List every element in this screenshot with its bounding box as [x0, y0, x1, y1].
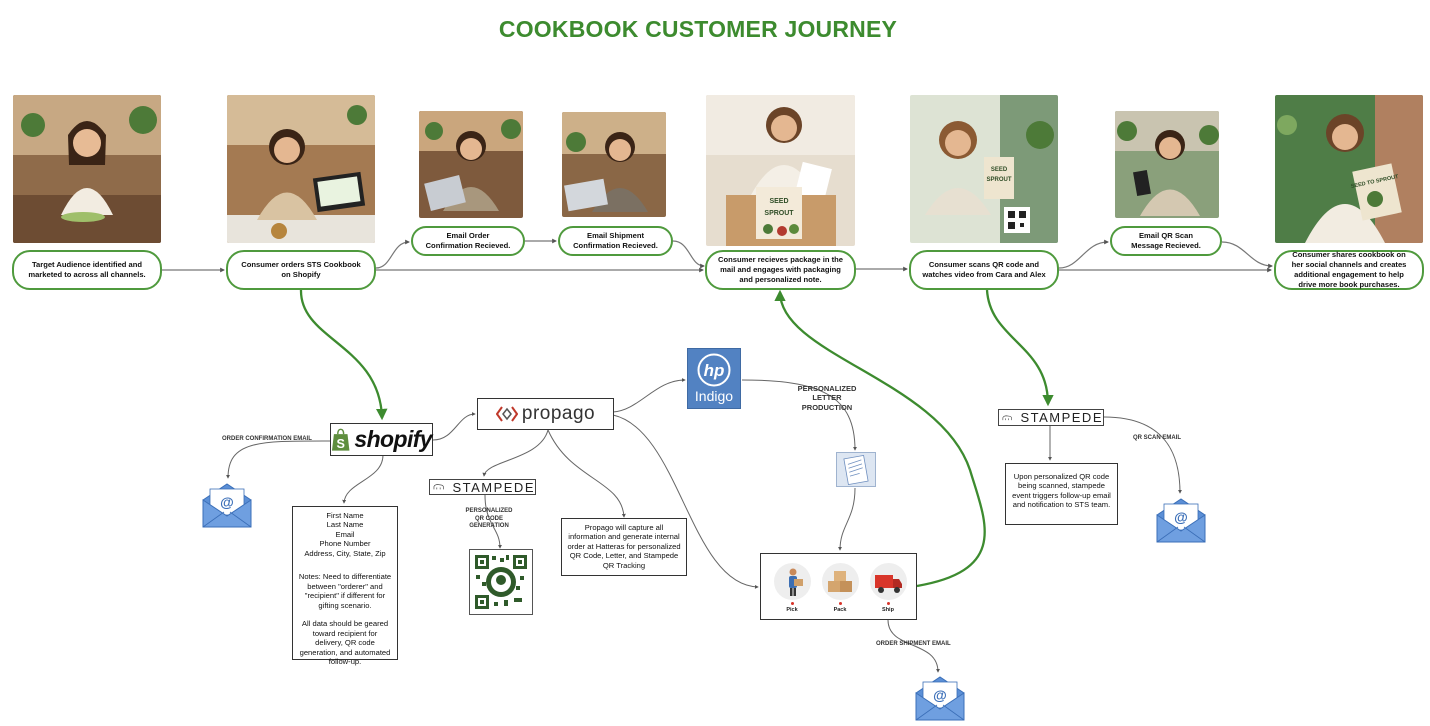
- svg-text:@: @: [933, 687, 947, 703]
- photo-email-order: [419, 111, 523, 218]
- fulfillment-box: Pick Pack Ship: [760, 553, 917, 620]
- hp-indigo-wordmark: Indigo: [694, 388, 734, 404]
- page-title: COOKBOOK CUSTOMER JOURNEY: [498, 16, 898, 42]
- personalized-qr-label: PERSONALIZED QR CODE GENERATION: [465, 508, 513, 529]
- connector-2-3: [375, 239, 410, 269]
- svg-text:SEED: SEED: [769, 198, 788, 205]
- connector-stampede2-email: [1103, 416, 1182, 494]
- green-connector-scan-stampede: [985, 289, 1054, 407]
- worker-icon: [773, 563, 811, 600]
- step-shares-cookbook[interactable]: Consumer shares cookbook on her social c…: [1274, 250, 1424, 290]
- truck-icon: [869, 563, 907, 600]
- connector-propago-hp: [612, 378, 686, 413]
- green-connector-ship-package: [774, 289, 986, 588]
- svg-text:@: @: [1174, 509, 1188, 525]
- svg-text:S: S: [336, 436, 344, 450]
- mail-icon-3: @: [915, 676, 965, 721]
- step-order-confirmation[interactable]: Email Order Confirmation Recieved.: [411, 226, 525, 256]
- connector-propago-fulfillment: [612, 414, 759, 589]
- shopify-wordmark: shopify: [354, 426, 432, 452]
- green-connector-order-shopify: [299, 289, 388, 421]
- fulfillment-stage-pick: Pick: [772, 563, 812, 613]
- photo-qr-email: [1115, 111, 1219, 218]
- stampede-note: Upon personalized QR code being scanned,…: [1005, 463, 1118, 525]
- fulfillment-stage-ship: Ship: [868, 563, 908, 613]
- connector-propago-stampede: [482, 429, 549, 477]
- step-scans-qr[interactable]: Consumer scans QR code and watches video…: [909, 250, 1059, 290]
- propago-logo[interactable]: propago: [477, 398, 614, 430]
- connector-hp-letter: [741, 379, 857, 451]
- order-confirmation-email-label: ORDER CONFIRMATION EMAIL: [222, 436, 312, 442]
- shopify-logo[interactable]: S shopify: [330, 423, 433, 456]
- mail-icon-2: @: [1156, 498, 1206, 543]
- connector-shopify-email: [226, 440, 331, 479]
- photo-woman-laptop: [227, 95, 375, 243]
- stampede-logo[interactable]: STAMPEDE: [429, 479, 536, 495]
- photo-package: SEED SPROUT: [706, 95, 855, 246]
- connector-6-7: [1058, 239, 1109, 269]
- connector-stampede-qr: [484, 494, 502, 549]
- svg-text:@: @: [220, 494, 234, 510]
- qr-code-image: [469, 549, 533, 615]
- stampede-wordmark: STAMPEDE: [452, 479, 535, 495]
- connector-letter-fulfillment: [838, 487, 856, 551]
- mail-icon: @: [202, 483, 252, 528]
- step-qr-email[interactable]: Email QR Scan Message Recieved.: [1110, 226, 1222, 256]
- step-target-audience[interactable]: Target Audience identified and marketed …: [12, 250, 162, 290]
- step-receives-package[interactable]: Consumer recieves package in the mail an…: [705, 250, 856, 290]
- letter-document-icon: [836, 452, 876, 487]
- qr-scan-email-label: QR SCAN EMAIL: [1133, 435, 1181, 441]
- photo-woman-eating: [13, 95, 161, 243]
- personalized-letter-label: PERSONALIZED LETTER PRODUCTION: [797, 384, 857, 412]
- stampede-wordmark-2: STAMPEDE: [1020, 410, 1103, 425]
- propago-wordmark: propago: [521, 403, 596, 424]
- svg-text:SEED: SEED: [991, 167, 1008, 173]
- hp-indigo-logo[interactable]: hp Indigo: [687, 348, 741, 409]
- shopify-fields-note: First Name Last Name Email Phone Number …: [292, 506, 398, 666]
- stampede-bison-icon: [1002, 415, 1012, 420]
- order-shipment-email-label: ORDER SHIPMENT EMAIL: [876, 641, 951, 647]
- stampede-logo-2[interactable]: STAMPEDE: [998, 409, 1104, 426]
- connector-fulfillment-email: [887, 619, 940, 673]
- connector-propago-note: [547, 429, 626, 518]
- photo-email-shipment: [562, 112, 666, 217]
- step-order-shopify[interactable]: Consumer orders STS Cookbook on Shopify: [226, 250, 376, 290]
- boxes-icon: [821, 563, 859, 600]
- connector-shopify-propago: [432, 412, 476, 441]
- propago-mark-icon: [495, 406, 518, 422]
- stampede-bison-icon: [433, 484, 444, 490]
- svg-text:SPROUT: SPROUT: [986, 177, 1011, 183]
- svg-text:hp: hp: [704, 361, 725, 380]
- propago-note: Propago will capture all information and…: [561, 518, 687, 576]
- fulfillment-stage-pack: Pack: [820, 563, 860, 613]
- hp-circle-icon: hp: [697, 353, 731, 387]
- connector-shopify-fields: [342, 454, 384, 504]
- connector-7-8: [1221, 241, 1273, 269]
- connector-4-5: [672, 240, 705, 269]
- photo-share: SEED TO SPROUT: [1275, 95, 1423, 243]
- svg-text:SPROUT: SPROUT: [764, 210, 794, 217]
- shopify-bag-icon: S: [331, 428, 350, 450]
- photo-qr-scan: SEED SPROUT: [910, 95, 1058, 243]
- step-shipment-confirmation[interactable]: Email Shipment Confirmation Recieved.: [558, 226, 673, 256]
